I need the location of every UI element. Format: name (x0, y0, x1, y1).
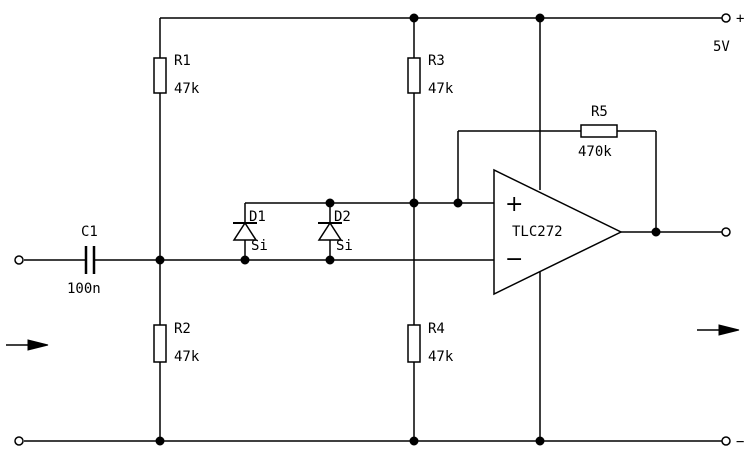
op-amp-triangle (493, 168, 623, 296)
resistor-r1 (153, 57, 167, 94)
r2-ref-label: R2 (174, 321, 191, 337)
terminal-supply-minus[interactable] (721, 436, 731, 446)
resistor-r5 (580, 124, 618, 138)
d1-type-label: Si (251, 238, 268, 254)
supply-plus-label: + (736, 11, 744, 27)
r1-value-label: 47k (174, 81, 200, 97)
resistor-r3 (407, 57, 421, 94)
terminal-output[interactable] (721, 227, 731, 237)
r3-ref-label: R3 (428, 53, 445, 69)
r4-value-label: 47k (428, 349, 454, 365)
d2-type-label: Si (336, 238, 353, 254)
capacitor-c1 (84, 246, 96, 274)
supply-minus-label: − (736, 434, 744, 450)
r1-ref-label: R1 (174, 53, 191, 69)
terminal-supply-plus[interactable] (721, 13, 731, 23)
opamp-inverting-sign: − (505, 247, 523, 272)
terminal-ground-left[interactable] (14, 436, 24, 446)
r4-ref-label: R4 (428, 321, 445, 337)
r5-ref-label: R5 (591, 104, 608, 120)
diode-d2 (317, 221, 343, 241)
d2-ref-label: D2 (334, 209, 351, 225)
r2-value-label: 47k (174, 349, 200, 365)
c1-ref-label: C1 (81, 224, 98, 240)
terminal-input[interactable] (14, 255, 24, 265)
supply-voltage-label: 5V (713, 39, 730, 55)
c1-value-label: 100n (67, 281, 101, 297)
diode-d1 (232, 221, 258, 241)
r5-value-label: 470k (578, 144, 612, 160)
d1-ref-label: D1 (249, 209, 266, 225)
resistor-r4 (407, 324, 421, 363)
opamp-noninverting-sign: + (505, 192, 523, 217)
resistor-r2 (153, 324, 167, 363)
arrow-right-icon (697, 324, 740, 336)
arrow-right-icon (6, 339, 49, 351)
junctions (155, 13, 661, 446)
r3-value-label: 47k (428, 81, 454, 97)
opamp-part-label: TLC272 (512, 224, 563, 240)
